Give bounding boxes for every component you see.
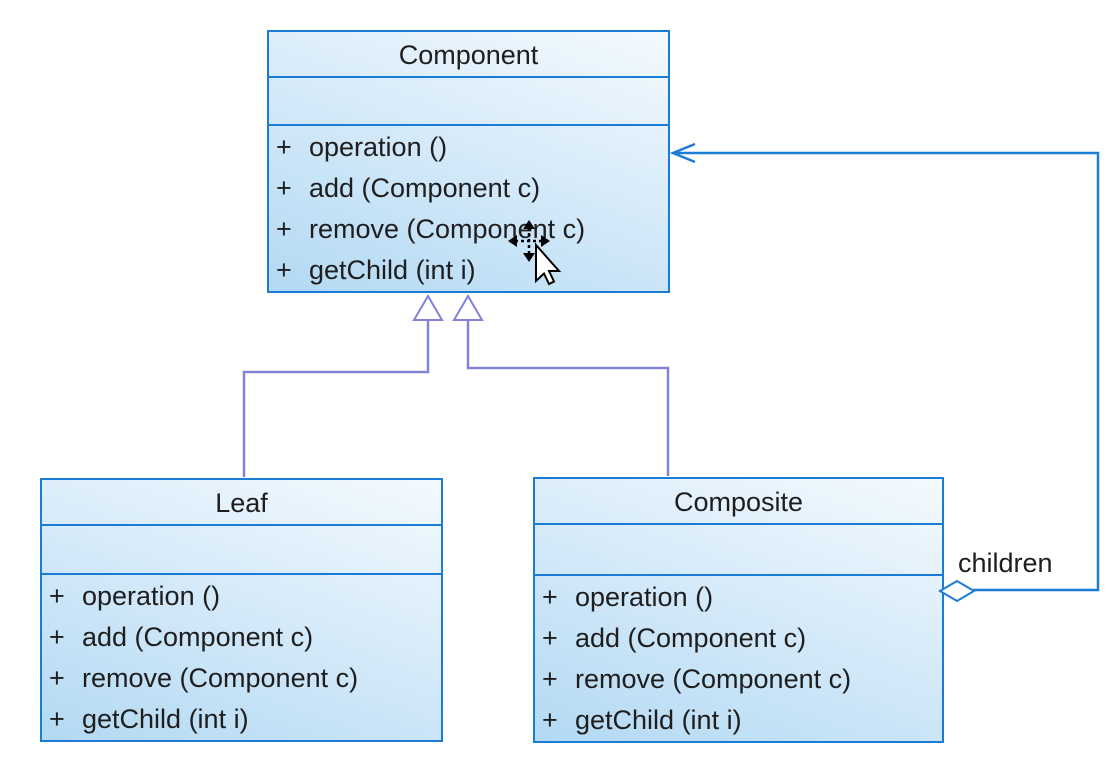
method-row: + getChild (int i) (542, 700, 942, 741)
method-signature: remove (Component c) (82, 663, 359, 693)
method-visibility: + (542, 582, 558, 612)
method-signature: getChild (int i) (575, 705, 742, 735)
method-visibility: + (542, 664, 558, 694)
method-row: + getChild (int i) (49, 699, 441, 740)
association-label-children: children (958, 548, 1053, 578)
method-visibility: + (542, 705, 558, 735)
method-row: + add (Component c) (49, 617, 441, 658)
open-arrowhead-icon (669, 142, 696, 164)
method-visibility: + (276, 255, 292, 285)
hollow-triangle-icon (452, 294, 484, 321)
class-methods-compartment: + operation () + add (Component c) + rem… (42, 575, 441, 740)
method-row: + operation () (276, 127, 668, 168)
method-visibility: + (49, 663, 65, 693)
method-signature: remove (Component c) (575, 664, 852, 694)
class-attributes-compartment (535, 525, 942, 576)
method-row: + remove (Component c) (276, 209, 668, 250)
method-visibility: + (276, 173, 292, 203)
class-name: Composite (535, 479, 942, 525)
class-name: Component (269, 32, 668, 78)
class-name: Leaf (42, 480, 441, 526)
method-visibility: + (49, 622, 65, 652)
class-methods-compartment: + operation () + add (Component c) + rem… (535, 576, 942, 741)
method-visibility: + (276, 132, 292, 162)
method-row: + getChild (int i) (276, 250, 668, 291)
method-signature: add (Component c) (575, 623, 807, 653)
class-attributes-compartment (269, 78, 668, 126)
method-row: + add (Component c) (542, 618, 942, 659)
method-signature: add (Component c) (82, 622, 314, 652)
method-signature: operation () (82, 581, 221, 611)
method-visibility: + (49, 704, 65, 734)
class-attributes-compartment (42, 526, 441, 575)
hollow-triangle-icon (412, 294, 444, 321)
method-visibility: + (276, 214, 292, 244)
method-signature: remove (Component c) (309, 214, 586, 244)
class-methods-compartment: + operation () + add (Component c) + rem… (269, 126, 668, 291)
method-signature: operation () (575, 582, 714, 612)
class-box-component[interactable]: Component + operation () + add (Componen… (267, 30, 670, 293)
method-row: + remove (Component c) (49, 658, 441, 699)
method-row: + operation () (542, 577, 942, 618)
method-signature: operation () (309, 132, 448, 162)
generalization-leaf-to-component[interactable] (242, 294, 444, 477)
method-row: + remove (Component c) (542, 659, 942, 700)
method-signature: getChild (int i) (82, 704, 249, 734)
method-signature: getChild (int i) (309, 255, 476, 285)
method-row: + operation () (49, 576, 441, 617)
class-box-composite[interactable]: Composite + operation () + add (Componen… (533, 477, 944, 743)
method-signature: add (Component c) (309, 173, 541, 203)
method-visibility: + (542, 623, 558, 653)
class-box-leaf[interactable]: Leaf + operation () + add (Component c) … (40, 478, 443, 742)
method-row: + add (Component c) (276, 168, 668, 209)
aggregation-diamond-icon (938, 579, 976, 603)
generalization-composite-to-component[interactable] (452, 294, 670, 476)
method-visibility: + (49, 581, 65, 611)
